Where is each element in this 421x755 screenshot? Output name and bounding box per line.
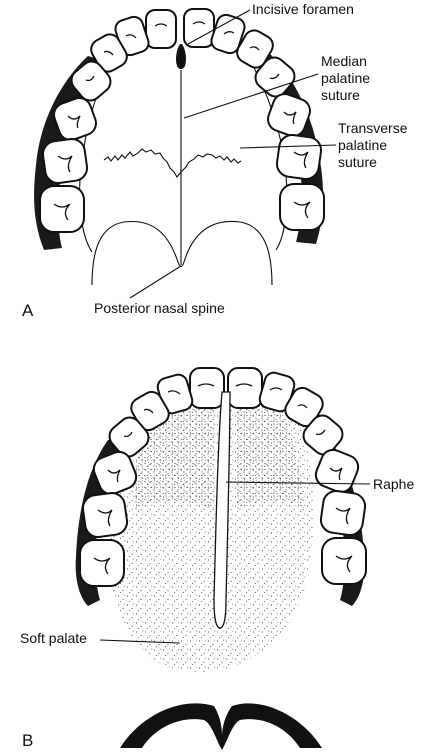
leader-transverse-palatine-suture [239, 144, 337, 149]
panel-a-dental-arch [39, 8, 325, 233]
leader-incisive-foramen [187, 9, 251, 45]
leader-soft-palate [99, 639, 181, 644]
tooth [90, 33, 128, 73]
panel-b-dental-arch [79, 367, 367, 587]
tooth [236, 29, 274, 69]
tooth [183, 8, 215, 48]
tooth [41, 137, 89, 185]
panel-b-oral-palate: Raphe Soft palate B [20, 367, 414, 750]
tooth [284, 386, 324, 428]
tooth [81, 491, 129, 539]
label-transverse-line-1: Transverse [338, 120, 408, 136]
label-posterior-nasal-spine: Posterior nasal spine [94, 300, 225, 316]
panel-b-soft-palate-border [120, 703, 322, 750]
tooth [321, 537, 367, 585]
panel-letter-a: A [22, 301, 34, 320]
tooth [254, 56, 296, 98]
tooth [70, 60, 112, 102]
label-median-line-3: suture [321, 87, 360, 103]
tooth [108, 416, 150, 458]
label-soft-palate: Soft palate [20, 630, 87, 646]
panel-b-raphe-ridge [213, 391, 231, 629]
leader-median-palatine-suture [183, 73, 319, 119]
panel-a-posterior-palate-border [91, 220, 273, 286]
tooth [189, 367, 225, 409]
panel-letter-b: B [22, 731, 33, 750]
tooth [39, 185, 85, 233]
tooth [319, 489, 367, 537]
label-median-line-1: Median [321, 53, 367, 69]
tooth [275, 133, 323, 181]
tooth [302, 414, 344, 456]
tooth [79, 539, 125, 587]
label-transverse-palatine-suture: Transverse palatine suture [338, 120, 411, 170]
panel-a-incisive-foramen [176, 44, 186, 69]
label-median-line-2: palatine [321, 70, 370, 86]
label-median-palatine-suture: Median palatine suture [321, 53, 374, 103]
panel-a-palate-outline [79, 59, 288, 253]
panel-a-hard-palate-skull: Incisive foramen Median palatine suture … [22, 1, 411, 320]
tooth [145, 9, 177, 49]
leader-raphe [225, 481, 371, 485]
label-transverse-line-3: suture [338, 154, 377, 170]
label-incisive-foramen: Incisive foramen [252, 1, 354, 17]
leader-posterior-nasal-spine [129, 265, 182, 299]
panel-a-transverse-palatine-suture [103, 148, 242, 178]
tooth [279, 183, 325, 231]
tooth [227, 367, 263, 409]
label-transverse-line-2: palatine [338, 137, 387, 153]
label-raphe: Raphe [373, 476, 414, 492]
